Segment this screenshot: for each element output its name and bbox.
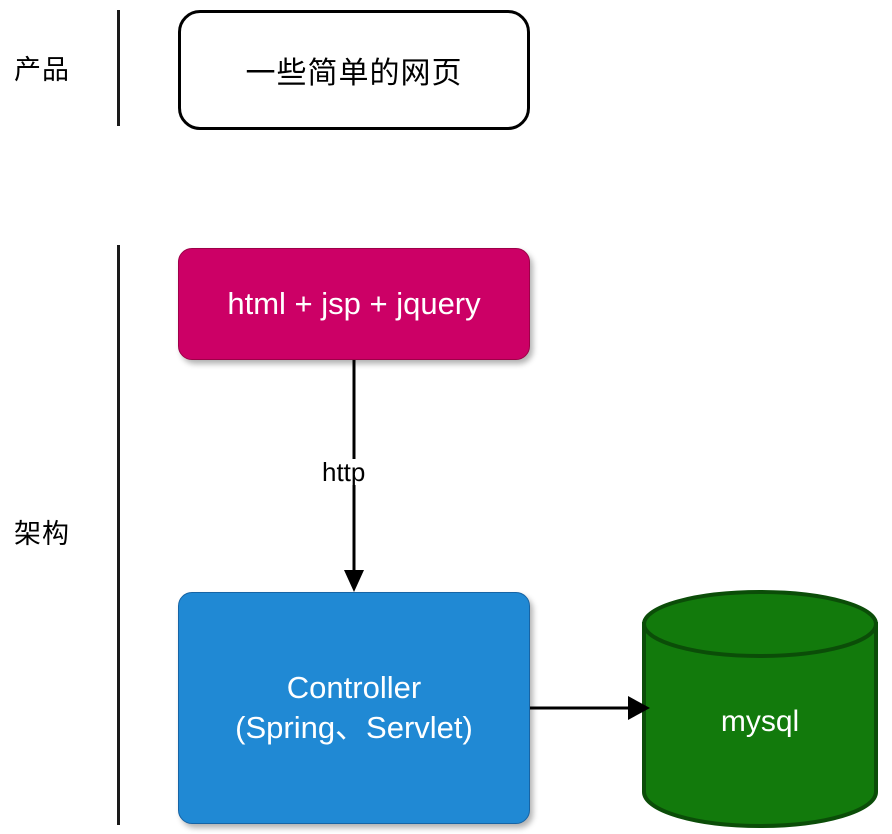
- node-frontend-label: html + jsp + jquery: [227, 286, 481, 321]
- node-database[interactable]: mysql: [642, 590, 878, 828]
- divider-line-bottom: [117, 245, 120, 825]
- edge-label-http: http: [318, 459, 370, 485]
- edge-frontend-to-controller-arrowhead: [344, 570, 364, 592]
- node-frontend[interactable]: html + jsp + jquery: [178, 248, 530, 360]
- node-controller[interactable]: Controller (Spring、Servlet): [178, 592, 530, 824]
- cylinder-shape: [642, 590, 878, 828]
- node-controller-label-line1: Controller: [286, 670, 422, 706]
- node-controller-label-line2: (Spring、Servlet): [235, 710, 473, 745]
- row-label-architecture: 架构: [14, 519, 70, 549]
- node-webpages[interactable]: 一些简单的网页: [178, 10, 530, 130]
- node-webpages-label: 一些简单的网页: [245, 57, 463, 90]
- divider-line-top: [117, 10, 120, 126]
- row-label-product: 产品: [14, 55, 70, 85]
